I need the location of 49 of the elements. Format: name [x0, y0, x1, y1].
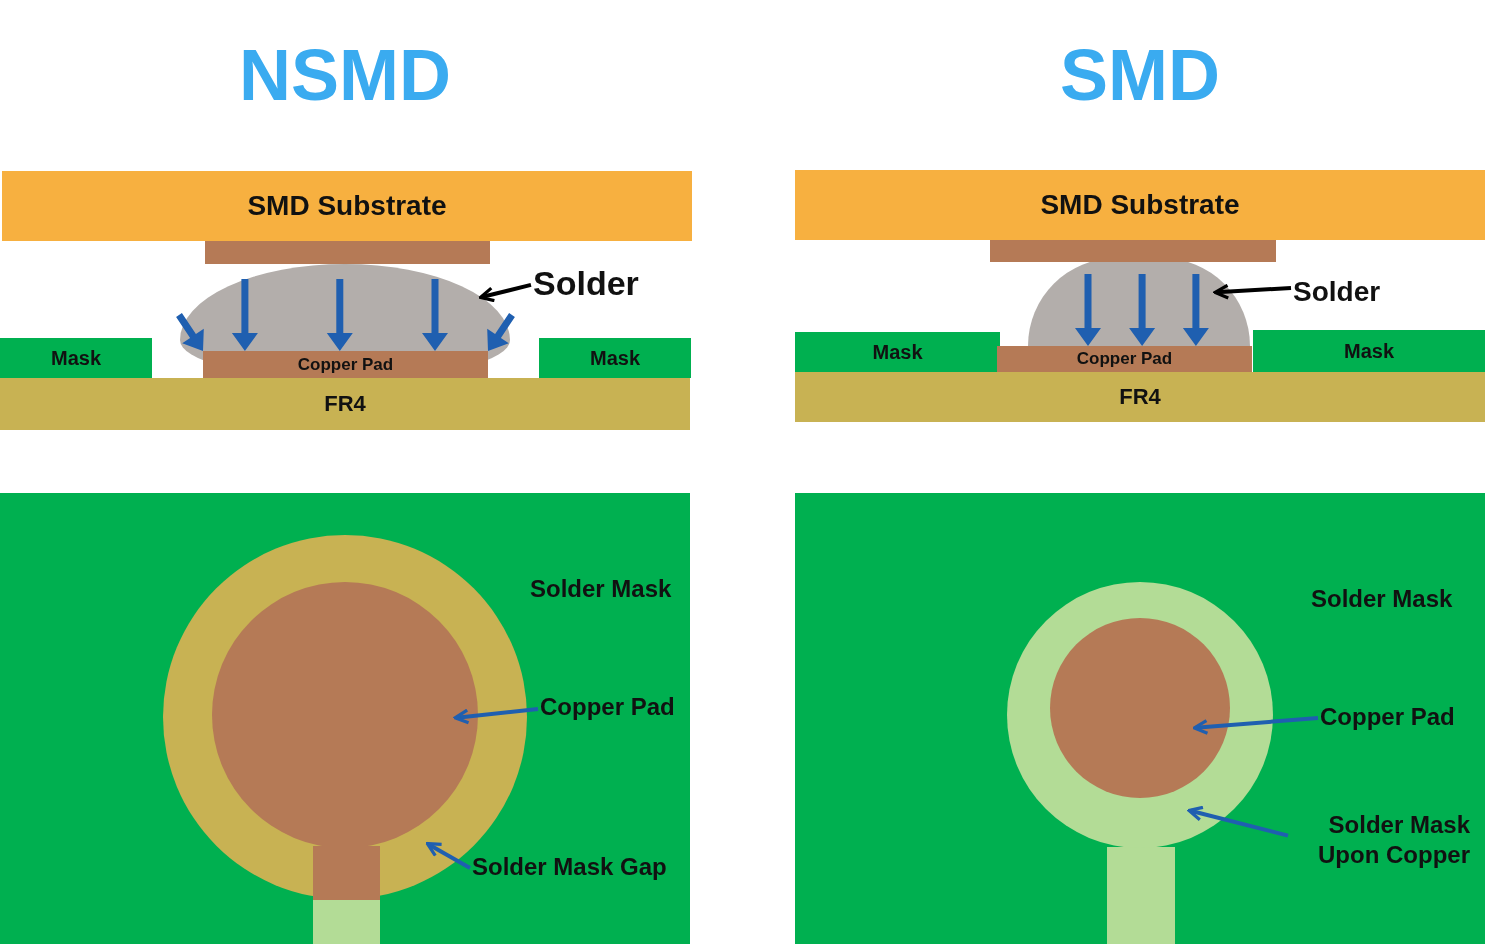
copper-pad-label: Copper Pad: [1320, 702, 1470, 734]
mask-layer: [795, 332, 1000, 372]
copper-pad-layer: [997, 346, 1252, 372]
flow-arrow: [422, 279, 448, 351]
layer-label: Mask: [872, 340, 923, 364]
copper-trace: [313, 846, 380, 900]
layer-label: Solder Mask: [530, 575, 672, 603]
solder-mask-panel: [0, 493, 690, 944]
layer-label: Mask: [1344, 339, 1394, 363]
mask-layer: [539, 338, 691, 378]
copper-pad-layer: [203, 351, 488, 378]
copper-bar: [990, 240, 1276, 262]
layer-label: Copper Pad: [297, 354, 394, 375]
flow-arrow: [231, 279, 258, 351]
exposed-trace: [313, 900, 380, 944]
flow-arrow: [487, 313, 515, 351]
layer-label: Copper Pad: [1076, 349, 1173, 369]
solder-mask-panel: [795, 493, 1485, 944]
mask-layer: [0, 338, 152, 378]
flow-arrow: [1182, 274, 1209, 346]
layer-label: FR4: [1119, 384, 1161, 410]
solder-label: Solder: [533, 262, 663, 306]
flow-arrow: [1129, 274, 1156, 346]
layer-label: Mask: [590, 346, 640, 370]
leader-line: [1213, 283, 1292, 300]
mask-layer: [1253, 330, 1485, 372]
layer-label: FR4: [324, 391, 366, 417]
mask-on-copper-label: Solder Mask Upon Copper: [1290, 810, 1470, 874]
substrate-layer: [2, 171, 692, 241]
leader-line: [1187, 805, 1289, 838]
copper-pad-label: Copper Pad: [540, 692, 690, 724]
masked-trace: [1107, 847, 1175, 944]
copper-bar: [205, 241, 490, 264]
layer-label: SMD Substrate: [1040, 189, 1240, 221]
leader-line: [1192, 716, 1319, 735]
fr4-layer: [795, 372, 1485, 422]
mask-gap-label: Solder Mask Gap: [472, 852, 688, 884]
panel-title: NSMD: [238, 35, 452, 115]
leader-line: [478, 282, 532, 303]
layer-label: SMD Substrate: [247, 190, 447, 222]
substrate-layer: [795, 170, 1485, 240]
flow-arrow: [1075, 274, 1101, 346]
solder-label: Solder: [1293, 274, 1393, 308]
panel-title: SMD: [1059, 35, 1221, 115]
fr4-layer: [0, 378, 690, 430]
flow-arrow: [176, 313, 204, 351]
flow-arrow: [326, 279, 353, 351]
layer-label: Mask: [51, 346, 101, 370]
layer-label: Solder Mask: [1311, 585, 1453, 613]
